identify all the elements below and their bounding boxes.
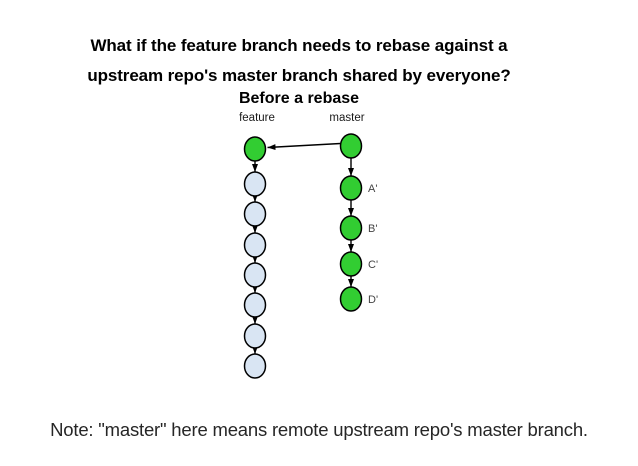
cross-branch-arrow	[267, 142, 341, 151]
branch-label-master: master	[329, 112, 364, 124]
commit-node	[243, 323, 267, 349]
commit-label: D'	[368, 294, 378, 306]
diagram-title: Before a rebase	[239, 90, 359, 107]
commit-node	[339, 175, 363, 201]
commit-label: A'	[368, 183, 377, 195]
commit-node	[243, 171, 267, 197]
title-line-2: upstream repo's master branch shared by …	[87, 66, 511, 85]
commit-node	[339, 251, 363, 277]
commit-node	[243, 262, 267, 288]
commit-node	[243, 292, 267, 318]
commit-node	[339, 215, 363, 241]
title-line-1: What if the feature branch needs to reba…	[90, 36, 508, 55]
commit-node	[243, 201, 267, 227]
commit-label: C'	[368, 259, 378, 271]
page-title: What if the feature branch needs to reba…	[0, 31, 598, 91]
commit-node	[243, 232, 267, 258]
branch-label-feature: feature	[239, 112, 275, 124]
commit-node	[243, 136, 267, 162]
commit-label: B'	[368, 223, 377, 235]
commit-node	[243, 353, 267, 379]
commit-node	[339, 286, 363, 312]
note-text: Note: "master" here means remote upstrea…	[50, 419, 588, 440]
commit-node	[339, 133, 363, 159]
